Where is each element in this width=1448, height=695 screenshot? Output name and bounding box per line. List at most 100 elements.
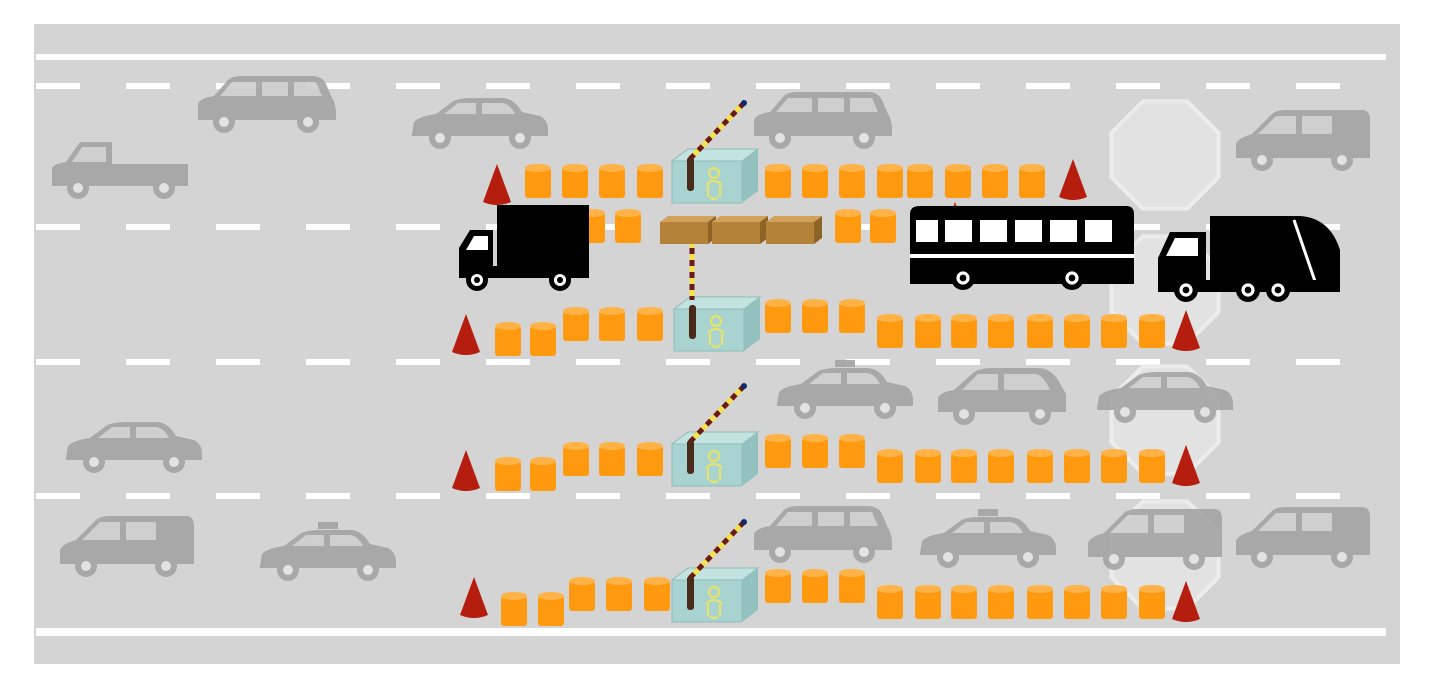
dashed-lane-line (846, 493, 890, 499)
dashed-lane-line (936, 493, 980, 499)
player-vehicles[interactable] (459, 205, 1340, 302)
barrel-icon (945, 164, 971, 198)
bus-icon[interactable] (910, 206, 1134, 290)
cargo-crates (660, 216, 822, 244)
dashed-lane-line (36, 493, 80, 499)
barrel-icon (907, 164, 933, 198)
barrel-icon (563, 442, 589, 476)
barrel-icon (530, 322, 556, 356)
barrel-icon (1064, 449, 1090, 483)
dashed-lane-line (1116, 83, 1160, 89)
barrel-icon (802, 299, 828, 333)
barrel-icon (835, 209, 861, 243)
barrel-icon (765, 569, 791, 603)
barrel-icon (877, 449, 903, 483)
barrel-icon (877, 314, 903, 348)
solid-edge-line (36, 628, 1386, 636)
gate-post (687, 576, 694, 610)
dashed-lane-line (1026, 83, 1070, 89)
barrel-icon (951, 449, 977, 483)
barrel-icon (495, 457, 521, 491)
dashed-lane-line (1296, 359, 1340, 365)
barrel-icon (1139, 449, 1165, 483)
cargo-crate-icon (660, 216, 716, 244)
barrel-icon (870, 209, 896, 243)
dashed-lane-line (756, 493, 800, 499)
barrel-icon (982, 164, 1008, 198)
barrel-icon (915, 585, 941, 619)
dashed-lane-line (576, 359, 620, 365)
barrel-icon (501, 592, 527, 626)
barrel-icon (951, 585, 977, 619)
dashed-lane-line (36, 83, 80, 89)
barrel-icon (877, 164, 903, 198)
barrel-icon (915, 314, 941, 348)
dashed-lane-line (1026, 359, 1070, 365)
dashed-lane-line (576, 493, 620, 499)
barrel-icon (802, 164, 828, 198)
cargo-crate-icon (712, 216, 768, 244)
dashed-lane-line (666, 83, 710, 89)
barrel-icon (765, 434, 791, 468)
dashed-lane-line (216, 359, 260, 365)
barrel-icon (988, 585, 1014, 619)
dashed-lane-line (36, 224, 80, 230)
dashed-lane-line (486, 359, 530, 365)
dashed-lane-line (306, 83, 350, 89)
barrel-icon (951, 314, 977, 348)
barrel-icon (1027, 585, 1053, 619)
barrel-icon (637, 307, 663, 341)
dashed-lane-line (396, 493, 440, 499)
dashed-lane-line (126, 359, 170, 365)
dashed-lane-line (306, 224, 350, 230)
barrel-icon (1064, 585, 1090, 619)
dashed-lane-line (1206, 493, 1250, 499)
barrel-icon (644, 577, 670, 611)
dashed-lane-line (1116, 224, 1160, 230)
dashed-lane-line (486, 83, 530, 89)
dashed-lane-line (486, 493, 530, 499)
barrel-icon (615, 209, 641, 243)
barrel-icon (915, 449, 941, 483)
dashed-lane-line (1296, 493, 1340, 499)
dashed-lane-line (126, 493, 170, 499)
dashed-lane-line (36, 359, 80, 365)
barrel-icon (562, 164, 588, 198)
dashed-lane-line (396, 83, 440, 89)
barrel-icon (530, 457, 556, 491)
dashed-lane-line (846, 83, 890, 89)
dashed-lane-line (936, 359, 980, 365)
dashed-lane-line (666, 493, 710, 499)
dashed-lane-line (396, 359, 440, 365)
toll-booths (670, 100, 762, 623)
barrel-icon (877, 585, 903, 619)
toll-operator-icon (705, 585, 723, 620)
boom-gate-raised (687, 100, 747, 162)
toll-operator-icon (705, 166, 723, 201)
barrel-icon (569, 577, 595, 611)
barrel-icon (637, 164, 663, 198)
solid-edge-line (36, 54, 1386, 60)
booth-side (744, 297, 760, 351)
barrel-icon (525, 164, 551, 198)
dashed-lane-line (306, 493, 350, 499)
box-truck-icon[interactable] (459, 205, 589, 291)
barrel-icon (495, 322, 521, 356)
dashed-lane-line (666, 359, 710, 365)
barrel-icon (839, 299, 865, 333)
barrel-icon (1139, 314, 1165, 348)
dashed-lane-line (396, 224, 440, 230)
toll-booth (672, 296, 762, 352)
dashed-lane-line (576, 83, 620, 89)
barrel-icon (599, 164, 625, 198)
dashed-lane-line (936, 83, 980, 89)
barrel-icon (606, 577, 632, 611)
barrel-icon (1101, 314, 1127, 348)
dashed-lane-line (126, 224, 170, 230)
barrel-icon (988, 314, 1014, 348)
barrel-icon (802, 569, 828, 603)
toll-booth (670, 519, 760, 623)
garbage-truck-icon[interactable] (1158, 216, 1340, 302)
